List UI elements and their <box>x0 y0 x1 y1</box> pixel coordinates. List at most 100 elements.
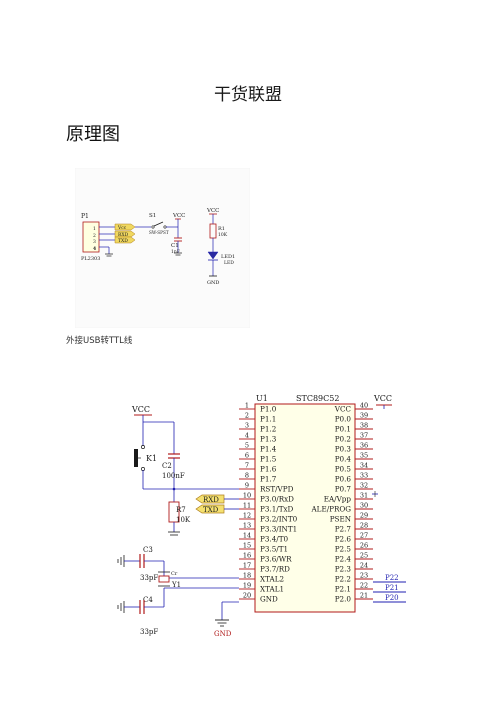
p1-connector <box>82 221 100 253</box>
u1-pin-name-9: RST/VPD <box>260 485 294 494</box>
u1-pin-number-32: 32 <box>360 482 368 490</box>
u1-pin-number-26: 26 <box>360 542 368 550</box>
u1-pin-number-27: 27 <box>360 532 368 540</box>
u1-pin-name-4: P1.3 <box>260 435 277 444</box>
u1-pin-number-13: 13 <box>243 522 251 530</box>
s1-part: SW-SPST <box>149 230 169 235</box>
u1-pin-name-25: P2.4 <box>335 555 352 564</box>
u1-pin-number-34: 34 <box>360 462 368 470</box>
u1-pin-name-33: P0.6 <box>335 475 352 484</box>
u1-pin-name-20: GND <box>260 595 278 604</box>
u1-pin-number-16: 16 <box>243 552 251 560</box>
u1-pin-number-22: 22 <box>360 582 368 590</box>
net-p21: P21 <box>385 584 399 592</box>
u1-pin-number-21: 21 <box>360 592 368 600</box>
r1-value: 10K <box>218 232 228 238</box>
schematic-caption: 外接USB转TTL线 <box>66 336 133 346</box>
u1-pin-number-40: 40 <box>360 402 368 410</box>
u1-pin-name-3: P1.2 <box>260 425 276 434</box>
u1-pin-name-2: P1.1 <box>260 415 276 424</box>
txd-label: TXD <box>203 506 219 514</box>
p1-part: PL2303 <box>81 256 100 262</box>
p1-net-txd: TXD <box>118 238 128 244</box>
u1-pin-number-6: 6 <box>245 452 249 460</box>
u1-pin-number-36: 36 <box>360 442 368 450</box>
u1-pin-name-6: P1.5 <box>260 455 277 464</box>
p1-pin-4: 4 <box>93 246 96 252</box>
u1-pin-name-32: P0.7 <box>335 485 352 494</box>
net-p20: P20 <box>385 594 399 602</box>
u1-pin-name-18: XTAL2 <box>260 575 284 584</box>
u1-pin-name-1: P1.0 <box>260 405 277 414</box>
u1-pin-name-38: P0.1 <box>335 425 351 434</box>
p1-net-rxd: RXD <box>118 232 129 238</box>
u1-pin-name-36: P0.3 <box>335 445 352 454</box>
u1-pin-name-12: P3.2/INT0 <box>260 515 298 524</box>
u1-pin-number-18: 18 <box>243 572 251 580</box>
u1-pin-number-39: 39 <box>360 412 368 420</box>
u1-pin-number-19: 19 <box>243 582 251 590</box>
schematic-usb-ttl: P1 1 2 3 4 PL2303 Vcc RXD TXD S1 VCC SW-… <box>75 168 250 328</box>
net-p22: P22 <box>385 574 399 582</box>
c4-value: 33pF <box>140 628 158 636</box>
u1-pin-number-33: 33 <box>360 472 368 480</box>
u1-pin-number-7: 7 <box>245 462 249 470</box>
u1-pin-number-25: 25 <box>360 552 368 560</box>
led-symbol <box>207 251 219 260</box>
u1-pin-name-19: XTAL1 <box>260 585 284 594</box>
u1-pin-number-8: 8 <box>245 472 249 480</box>
u1-pin-number-24: 24 <box>360 562 368 570</box>
u1-pin-number-1: 1 <box>245 402 249 410</box>
u1-pin-number-23: 23 <box>360 572 368 580</box>
u1-pin-name-14: P3.4/T0 <box>260 535 288 544</box>
u1-pin-number-15: 15 <box>243 542 251 550</box>
c2-ref: C2 <box>162 462 172 470</box>
u1-pin-name-7: P1.6 <box>260 465 277 474</box>
u1-pin-number-30: 30 <box>360 502 368 510</box>
u1-pin-number-31: 31 <box>360 492 368 500</box>
u1-pin-number-14: 14 <box>243 532 251 540</box>
u1-pin-number-17: 17 <box>243 562 251 570</box>
u1-ref: U1 <box>256 394 268 403</box>
u1-pin-name-30: ALE/PROG <box>310 505 351 514</box>
r1-ref: R1 <box>218 226 225 232</box>
gnd-label: GND <box>214 630 232 638</box>
u1-part: STC89C52 <box>296 394 339 403</box>
c4-ref: C4 <box>143 596 153 604</box>
p1-pin-1: 1 <box>93 226 96 232</box>
u1-pin-name-21: P2.0 <box>335 595 352 604</box>
u1-pin-name-8: P1.7 <box>260 475 277 484</box>
u1-pin-number-11: 11 <box>243 502 251 510</box>
led-gnd: GND <box>207 280 219 286</box>
u1-pin-number-9: 9 <box>245 482 249 490</box>
u1-pin-name-24: P2.3 <box>335 565 352 574</box>
p1-ref: P1 <box>81 213 89 220</box>
u1-pin-number-28: 28 <box>360 522 368 530</box>
s1-ref: S1 <box>149 213 156 219</box>
k1-ref: K1 <box>146 454 157 463</box>
c3-value: 33pF <box>140 574 158 582</box>
y1-crystal <box>158 575 170 583</box>
led-part: LED <box>224 260 234 266</box>
c1-value: 1nF <box>171 249 180 255</box>
u1-pin-name-11: P3.1/TxD <box>260 505 294 514</box>
u1-pin-number-29: 29 <box>360 512 368 520</box>
u1-pin-name-27: P2.6 <box>335 535 352 544</box>
p1-net-vcc: Vcc <box>117 225 127 231</box>
u1-pin-name-23: P2.2 <box>335 575 351 584</box>
u1-pin-name-17: P3.7/RD <box>260 565 290 574</box>
u1-pin-number-2: 2 <box>245 412 249 420</box>
u1-pin-number-3: 3 <box>245 422 249 430</box>
u1-body <box>254 403 356 613</box>
vcc-left-label: VCC <box>131 405 150 414</box>
u1-pin-name-37: P0.2 <box>335 435 351 444</box>
k1-button <box>134 449 138 467</box>
u1-pin-number-35: 35 <box>360 452 368 460</box>
document-title: 干货联盟 <box>214 85 282 105</box>
rxd-label: RXD <box>203 496 219 504</box>
u1-pin-number-20: 20 <box>243 592 251 600</box>
s1-net: VCC <box>172 213 185 219</box>
led-ref: LED1 <box>221 254 235 260</box>
u1-pin-number-38: 38 <box>360 422 368 430</box>
